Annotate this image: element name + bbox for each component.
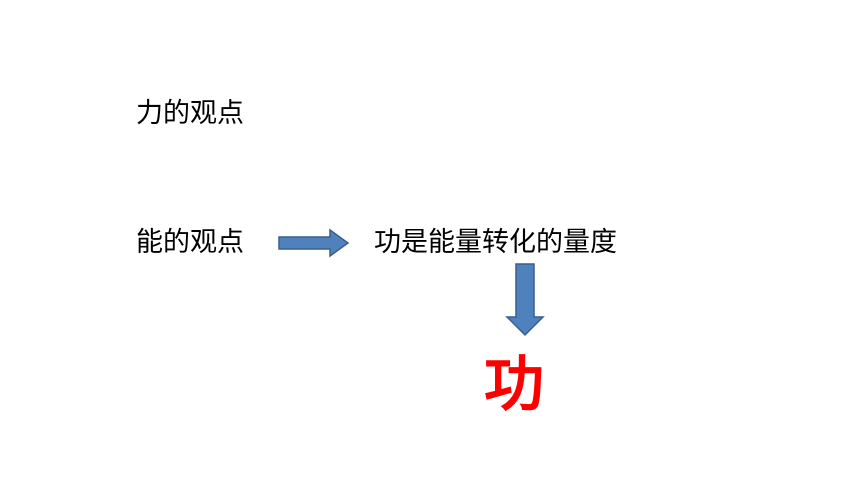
arrow-down-icon xyxy=(505,263,545,337)
force-view-label: 力的观点 xyxy=(136,98,244,129)
arrow-down-shape xyxy=(505,263,545,337)
work-conclusion-label: 功 xyxy=(484,350,544,420)
arrow-right-shape xyxy=(278,228,350,258)
work-measure-statement: 功是能量转化的量度 xyxy=(374,227,617,258)
arrow-right-icon xyxy=(278,228,350,258)
energy-view-label: 能的观点 xyxy=(136,227,244,258)
